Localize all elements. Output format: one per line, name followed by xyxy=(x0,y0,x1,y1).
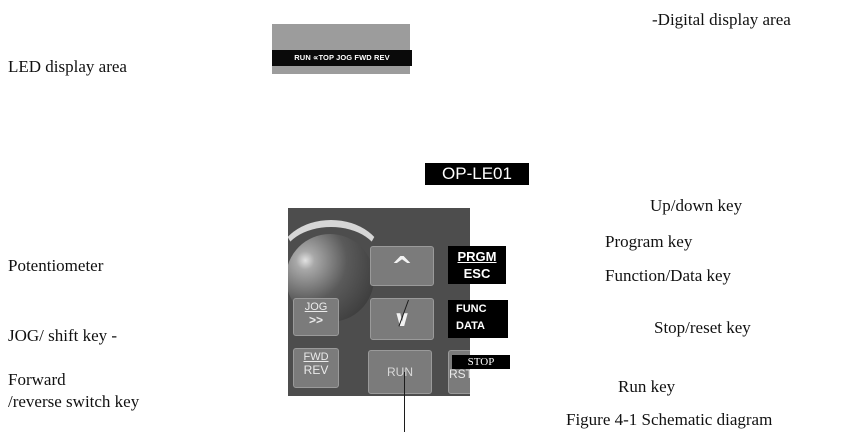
shift-icon: >> xyxy=(308,313,323,327)
func-key-top: FUNC xyxy=(456,303,487,315)
esc-key-bottom: ESC xyxy=(463,266,491,281)
program-key-label: Program key xyxy=(605,232,693,251)
led-display-area-label: LED display area xyxy=(8,57,127,76)
prgm-key-top: PRGM xyxy=(457,249,497,264)
potentiometer-arc-icon xyxy=(288,220,384,300)
program-key[interactable]: PRGM ESC xyxy=(448,246,506,284)
potentiometer-label: Potentiometer xyxy=(8,256,104,275)
data-key-bottom: DATA xyxy=(456,320,485,332)
stop-reset-key-label: Stop/reset key xyxy=(654,318,751,337)
stop-key-top: STOP xyxy=(467,356,495,368)
run-key[interactable]: RUN xyxy=(368,350,432,394)
run-key-leader-line xyxy=(404,372,405,432)
up-key[interactable]: ^ xyxy=(370,246,434,286)
figure-caption: Figure 4-1 Schematic diagram xyxy=(566,410,773,429)
fwd-key-top: FWD xyxy=(303,351,329,363)
down-key[interactable]: ∨ xyxy=(370,298,434,340)
function-data-key-label: Function/Data key xyxy=(605,266,732,285)
jog-shift-key-label: JOG/ shift key - xyxy=(8,326,118,345)
digital-display-screen xyxy=(272,24,410,74)
rev-key-bottom: REV xyxy=(303,363,329,377)
jog-key-top: JOG xyxy=(304,301,328,313)
forward-label: Forward xyxy=(8,370,66,389)
function-data-key[interactable]: FUNC DATA xyxy=(448,300,508,338)
model-label: OP-LE01 xyxy=(425,163,529,185)
keypad-panel: ^ ∨ RUN JOG >> FWD REV RST xyxy=(288,208,470,396)
fwd-rev-key[interactable]: FWD REV xyxy=(293,348,339,388)
digital-display-area-label: -Digital display area xyxy=(652,10,791,29)
led-indicator-strip: RUN ∝TOP JOG FWD REV xyxy=(272,50,412,66)
run-key-label: Run key xyxy=(618,377,676,396)
up-down-key-label: Up/down key xyxy=(650,196,743,215)
stop-key-bottom: RST xyxy=(449,367,470,381)
jog-shift-key[interactable]: JOG >> xyxy=(293,298,339,336)
chevron-up-icon: ^ xyxy=(391,252,413,282)
reverse-switch-key-label: /reverse switch key xyxy=(8,392,140,411)
chevron-down-icon: ∨ xyxy=(393,307,411,332)
run-key-text: RUN xyxy=(387,365,413,379)
stop-key-callout: STOP xyxy=(452,355,510,369)
